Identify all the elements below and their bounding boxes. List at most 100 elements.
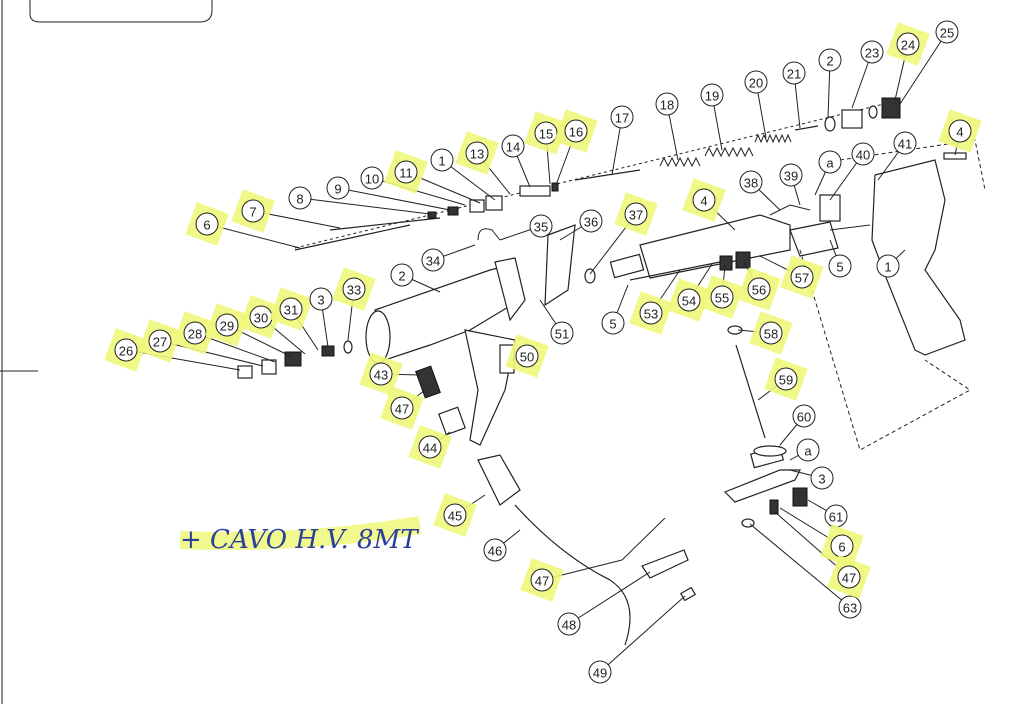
callout-number-40: 40 [856, 148, 870, 163]
callout-circle-63 [838, 595, 862, 619]
callout-circle-36 [579, 209, 603, 233]
bushing-part [485, 195, 503, 211]
callout-13: 13 [455, 131, 499, 175]
knob-part [881, 97, 901, 119]
barrel-body [374, 264, 521, 361]
callout-number-27: 27 [153, 335, 167, 350]
callout-circle-57 [790, 265, 814, 289]
callout-circle-37 [624, 202, 648, 226]
callout-36: 36 [579, 209, 603, 233]
gun-parts [237, 97, 986, 646]
callout-17: 17 [610, 105, 634, 129]
callout-circle-23 [860, 40, 884, 64]
spring-seat [321, 345, 335, 357]
callout-4: 4 [938, 109, 982, 153]
callout-circle-10 [360, 166, 384, 190]
callout-circle-17 [610, 105, 634, 129]
callout-number-33: 33 [347, 283, 361, 298]
callout-circle-50 [515, 344, 539, 368]
callout-number-26: 26 [119, 344, 133, 359]
callout-circle-19 [700, 83, 724, 107]
callout-number-4: 4 [700, 194, 707, 209]
o-ring-part [584, 268, 596, 284]
leader-line-25 [899, 31, 948, 105]
callout-38: 38 [739, 170, 763, 194]
callout-number-3: 3 [818, 472, 825, 487]
callout-circle-45 [443, 503, 467, 527]
callout-60: 60 [792, 404, 816, 428]
callout-circle-60 [792, 404, 816, 428]
callout-3: 3 [810, 466, 834, 490]
leader-line-49 [599, 595, 686, 673]
callout-34: 34 [421, 248, 445, 272]
callout-circle-40 [851, 142, 875, 166]
callout-number-16: 16 [569, 125, 583, 140]
hose-inner [514, 504, 631, 646]
callout-number-19: 19 [705, 89, 719, 104]
ring-part [551, 182, 559, 192]
callout-number-20: 20 [749, 76, 763, 91]
callout-2: 2 [818, 48, 842, 72]
shaft-part [629, 261, 721, 281]
callout-circle-9 [326, 176, 350, 200]
callout-6: 6 [820, 524, 864, 568]
callout-47: 47 [520, 558, 564, 602]
callout-5: 5 [601, 311, 625, 335]
callout-number-3: 3 [317, 293, 324, 308]
callout-a: a [818, 150, 842, 174]
ring-part [753, 445, 787, 457]
callout-circle-29 [215, 313, 239, 337]
callout-number-53: 53 [644, 307, 658, 322]
callout-39: 39 [779, 163, 803, 187]
callout-16: 16 [554, 109, 598, 153]
callout-circle-8 [288, 186, 312, 210]
sleeve-part [519, 185, 551, 197]
callout-circle-56 [747, 277, 771, 301]
gasket-part [544, 224, 576, 307]
callout-circle-13 [465, 141, 489, 165]
callout-26: 26 [104, 328, 148, 372]
callout-number-58: 58 [764, 327, 778, 342]
callout-number-1: 1 [438, 154, 445, 169]
callout-circle-21 [782, 61, 806, 85]
callout-circle-11 [394, 160, 418, 184]
callout-56: 56 [737, 267, 781, 311]
callout-circle-34 [421, 248, 445, 272]
callout-circle-51 [550, 321, 574, 345]
callout-number-43: 43 [374, 368, 388, 383]
callout-circle-26 [114, 338, 138, 362]
callout-circle-20 [744, 70, 768, 94]
callout-2: 2 [390, 263, 414, 287]
callout-1: 1 [430, 148, 454, 172]
callout-number-21: 21 [787, 67, 801, 82]
callout-circle-38 [739, 170, 763, 194]
o-ring-part [824, 116, 836, 132]
callout-number-48: 48 [562, 618, 576, 633]
callout-number-39: 39 [784, 169, 798, 184]
leader-line-9 [337, 187, 451, 211]
leader-line-8 [299, 197, 431, 215]
barrel-rear [494, 257, 526, 322]
callout-circle-2 [390, 263, 414, 287]
callout-1: 1 [876, 254, 900, 278]
callout-59: 59 [764, 357, 808, 401]
leader-line-63 [749, 523, 851, 608]
callout-number-31: 31 [284, 303, 298, 318]
fitting-part [792, 487, 808, 507]
cap-part [841, 109, 863, 129]
callout-15: 15 [524, 111, 568, 155]
callout-circle-39 [779, 163, 803, 187]
callout-circle-47 [390, 396, 414, 420]
callout-number-30: 30 [254, 311, 268, 326]
pin-part [829, 224, 871, 231]
callout-number-59: 59 [779, 373, 793, 388]
callout-number-5: 5 [609, 317, 616, 332]
cylinder-body [639, 214, 791, 279]
callout-40: 40 [851, 142, 875, 166]
callout-3: 3 [309, 287, 333, 311]
callout-35: 35 [529, 214, 553, 238]
callout-29: 29 [205, 303, 249, 347]
callout-circle-14 [501, 134, 525, 158]
